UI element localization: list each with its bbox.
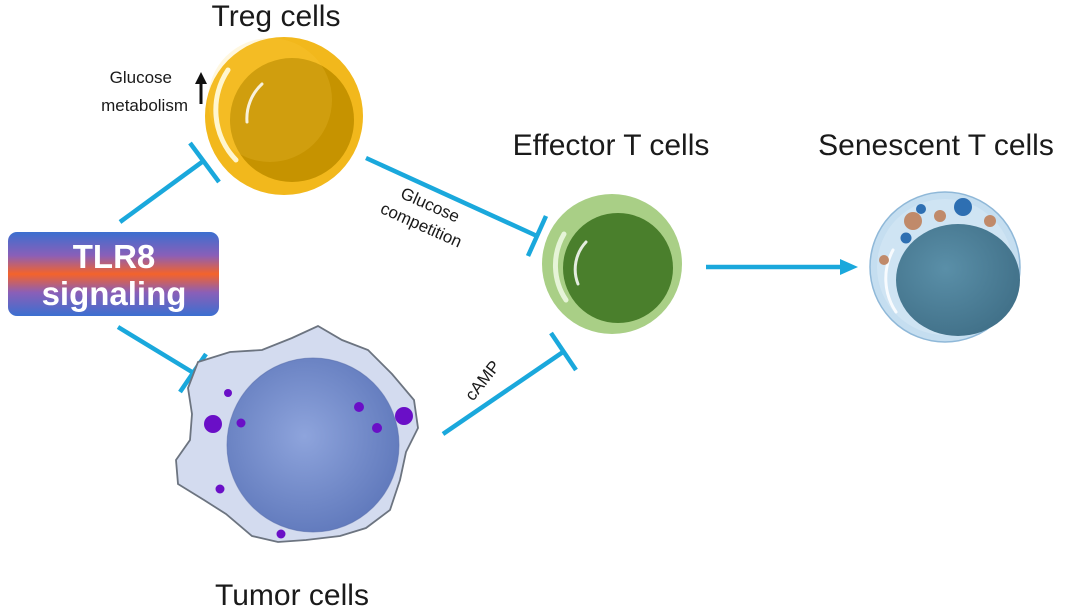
glucose-metabolism-label-line1: Glucose: [110, 68, 172, 87]
glucose-competition-label: Glucose competition: [378, 184, 465, 252]
effector-t-cells-label: Effector T cells: [513, 129, 710, 162]
tumor-cell: [175, 324, 419, 543]
effector-t-cell: [542, 194, 682, 334]
connectors: [116, 141, 858, 436]
tlr8-badge-line1: TLR8: [73, 238, 156, 275]
tumor-granules: [204, 389, 413, 539]
senescent-t-cells-label: Senescent T cells: [818, 129, 1054, 162]
treg-cells-label: Treg cells: [212, 0, 341, 33]
tlr8-signaling-badge: TLR8 signaling: [8, 232, 219, 316]
tlr8-inhibits-treg-connector: [118, 141, 221, 224]
senescent-granules: [879, 198, 996, 265]
glucose-metabolism-label-line2: metabolism: [101, 96, 188, 115]
treg-cell: [205, 37, 363, 195]
up-arrow-icon: [195, 72, 207, 104]
senescent-t-cell: [869, 191, 1021, 343]
tumor-cells-label: Tumor cells: [215, 579, 369, 612]
treg-inhibits-effector-connector: [365, 155, 549, 257]
tlr8-badge-line2: signaling: [42, 275, 187, 312]
tumor-inhibits-effector-connector: [441, 331, 578, 436]
effector-to-senescent-arrow: [706, 259, 858, 275]
